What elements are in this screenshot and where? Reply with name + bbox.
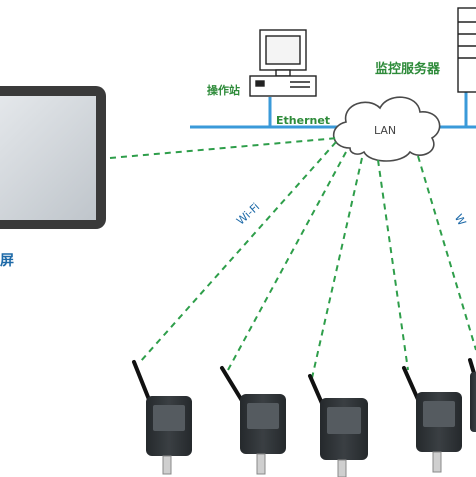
logger-device-2 <box>220 366 286 475</box>
wireless-link-1 <box>139 141 337 363</box>
wireless-link-4 <box>377 159 409 371</box>
logger-device-5 <box>468 358 476 432</box>
lan-label: LAN <box>374 124 397 137</box>
workstation-icon <box>249 29 317 97</box>
server-icon <box>457 7 476 93</box>
wireless-link-2 <box>227 151 347 371</box>
logger-device-3 <box>308 374 368 477</box>
workstation-label: 操作站 <box>207 84 240 97</box>
wireless-link-3 <box>311 157 363 379</box>
wireless-links <box>109 137 476 379</box>
touch-screen-monitor <box>0 86 106 229</box>
ethernet-label: Ethernet <box>276 114 331 127</box>
logger-device-1 <box>132 360 192 475</box>
screen-label: 屏 <box>0 253 14 269</box>
lan-cloud-icon <box>332 96 441 162</box>
wireless-link-screen <box>109 137 339 159</box>
wireless-link-5 <box>417 155 476 351</box>
logger-device-4 <box>402 366 462 473</box>
server-label: 监控服务器 <box>375 62 441 77</box>
